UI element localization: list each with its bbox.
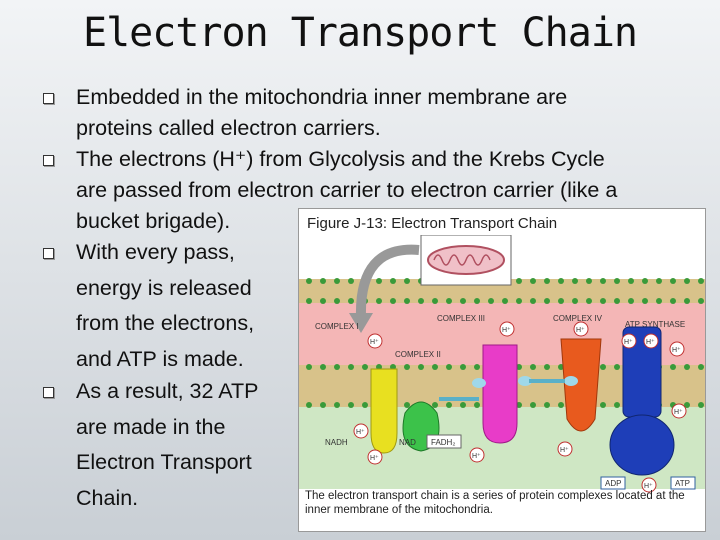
zoom-arrow-icon [355, 244, 420, 318]
svg-text:H⁺: H⁺ [624, 339, 633, 346]
label-fadh2: FADH₂ [431, 438, 455, 447]
bullet-line: and ATP is made. [76, 346, 244, 371]
carrier-capsule [564, 376, 578, 386]
complex-iii-shape [482, 344, 518, 444]
svg-text:H⁺: H⁺ [502, 327, 511, 334]
bullet-text: With every pass, energy is released from… [76, 237, 296, 375]
bullet-line: With every pass, [76, 240, 235, 264]
bullet-line: Electron Transport [76, 450, 252, 474]
svg-text:H⁺: H⁺ [672, 347, 681, 354]
etc-diagram: COMPLEX I COMPLEX III COMPLEX II COMPLEX… [299, 235, 705, 493]
slide-title: Electron Transport Chain [83, 10, 638, 56]
complex-i-shape [370, 368, 398, 454]
bullet-line: Embedded in the mitochondria inner membr… [76, 85, 568, 109]
svg-text:H⁺: H⁺ [674, 409, 683, 416]
bullet-line: bucket brigade). [76, 209, 231, 233]
svg-text:H⁺: H⁺ [370, 339, 379, 346]
figure-title: Figure J-13: Electron Transport Chain [307, 215, 558, 232]
bullet-text: As a result, 32 ATP are made in the Elec… [76, 376, 296, 514]
bullet-line: The electrons (H⁺) from Glycolysis and t… [76, 147, 605, 171]
bullet-line: energy is released [76, 275, 252, 300]
label-atp-synthase: ATP SYNTHASE [625, 320, 685, 329]
label-adp: ADP [605, 479, 621, 488]
bullet-line: are passed from electron carrier to elec… [76, 178, 618, 202]
bullet-text: Embedded in the mitochondria inner membr… [76, 82, 716, 144]
bullet-marker-icon [40, 152, 56, 168]
complex-iv-shape [560, 338, 602, 432]
bullet-text: The electrons (H⁺) from Glycolysis and t… [76, 144, 716, 237]
svg-text:H⁺: H⁺ [560, 447, 569, 454]
bullet-line: As a result, 32 ATP [76, 379, 259, 403]
carrier-capsule [518, 376, 532, 386]
label-complex-iv: COMPLEX IV [553, 314, 603, 323]
svg-text:H⁺: H⁺ [370, 455, 379, 462]
bullet-line: Chain. [76, 485, 139, 510]
label-complex-ii: COMPLEX II [395, 350, 441, 359]
bullet-line: proteins called electron carriers. [76, 116, 381, 140]
label-atp: ATP [675, 479, 690, 488]
svg-text:H⁺: H⁺ [356, 429, 365, 436]
atp-synthase-head [609, 414, 675, 476]
svg-text:H⁺: H⁺ [472, 453, 481, 460]
carrier-capsule [472, 378, 486, 388]
label-complex-i: COMPLEX I [315, 322, 359, 331]
etc-figure: Figure J-13: Electron Transport Chain CO… [298, 208, 706, 532]
label-nad: NAD [399, 438, 416, 447]
bullet-marker-icon [40, 245, 56, 261]
bullet-marker-icon [40, 90, 56, 106]
figure-caption: The electron transport chain is a series… [305, 490, 685, 516]
label-complex-iii: COMPLEX III [437, 314, 485, 323]
label-nadh: NADH [325, 438, 348, 447]
bullet-marker-icon [40, 384, 56, 400]
svg-text:H⁺: H⁺ [576, 327, 585, 334]
bullet-line: are made in the [76, 414, 226, 439]
bullet-line: from the electrons, [76, 311, 255, 335]
svg-text:H⁺: H⁺ [644, 483, 653, 490]
proton-markers: H⁺ H⁺ H⁺ H⁺ H⁺ H⁺ H⁺ H⁺ H⁺ H⁺ H⁺ H⁺ [353, 321, 687, 493]
svg-text:H⁺: H⁺ [646, 339, 655, 346]
